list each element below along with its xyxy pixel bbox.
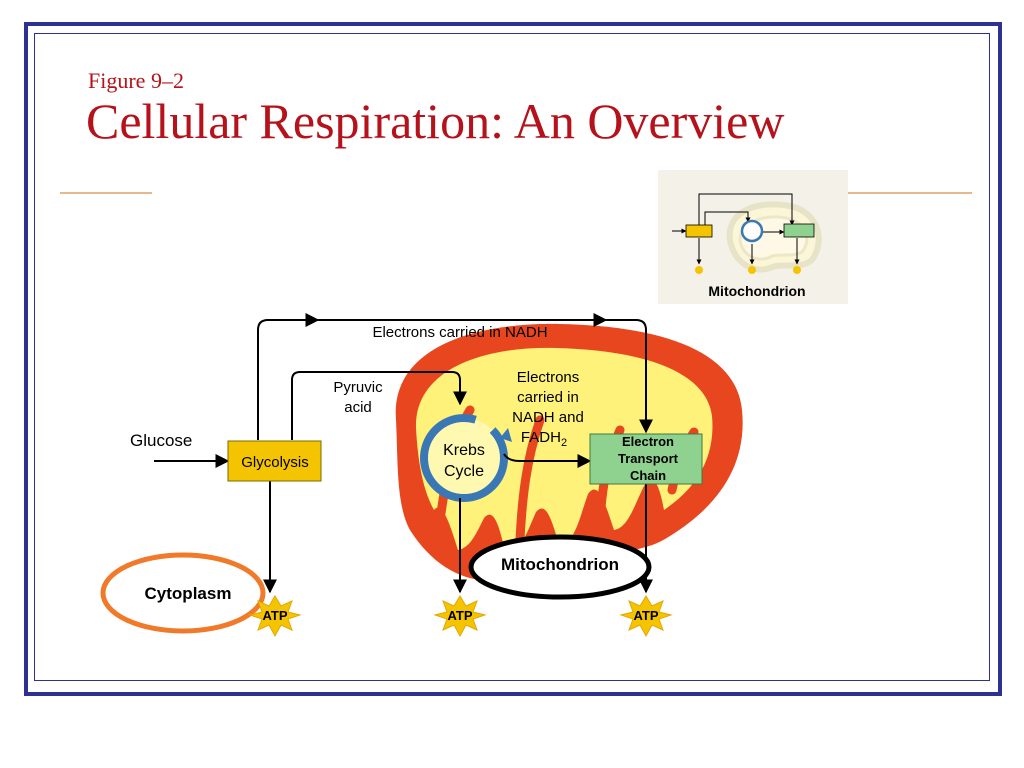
figure-label: Figure 9–2 xyxy=(88,68,184,93)
thumbnail-pathway-lines xyxy=(672,193,800,265)
electrons-label-line3: NADH and xyxy=(512,409,584,426)
arrow-pyruvic-acid xyxy=(291,371,467,440)
pyruvic-label-line1: Pyruvic xyxy=(333,379,383,396)
title-rule-right xyxy=(848,192,972,194)
thumbnail-glycolysis-box xyxy=(685,224,713,238)
electrons-label-line1: Electrons xyxy=(517,369,580,386)
atp-label-etc: ATP xyxy=(633,608,658,623)
krebs-label-line2: Cycle xyxy=(444,463,484,480)
thumbnail-label: Mitochondrion xyxy=(708,283,805,299)
glycolysis-label: Glycolysis xyxy=(241,454,309,471)
fadh-subscript: 2 xyxy=(561,437,567,449)
fadh-label: FADH xyxy=(521,429,561,446)
electrons-label-line2: carried in xyxy=(517,389,579,406)
pathway-arrows xyxy=(154,313,653,594)
page-title: Cellular Respiration: An Overview xyxy=(86,93,785,149)
atp-burst-icon-glycolysis xyxy=(248,595,302,638)
atp-label-krebs: ATP xyxy=(447,608,472,623)
mitochondrion-label: Mitochondrion xyxy=(501,555,619,574)
nadh-top-label: Electrons carried in NADH xyxy=(372,324,547,341)
thumbnail-krebs-icon xyxy=(740,219,764,243)
krebs-label-line1: Krebs xyxy=(443,442,485,459)
slide-frame-outer xyxy=(24,22,1002,696)
atp-burst-icon-krebs xyxy=(433,595,487,638)
thumbnail-etc-box xyxy=(783,223,815,238)
atp-label-glycolysis: ATP xyxy=(262,608,287,623)
title-rule-left xyxy=(60,192,152,194)
cytoplasm-ring xyxy=(100,552,266,634)
atp-burst-icon-etc xyxy=(619,595,673,638)
etc-label-line1: Electron xyxy=(622,434,674,449)
arrow-to-etc xyxy=(503,453,592,468)
etc-box xyxy=(589,433,703,485)
cytoplasm-label: Cytoplasm xyxy=(145,584,232,603)
glycolysis-box xyxy=(227,440,322,482)
mitochondrion-ring xyxy=(468,534,652,600)
thumbnail: Mitochondrion xyxy=(658,170,848,304)
etc-label-line2: Transport xyxy=(618,451,679,466)
pyruvic-label-line2: acid xyxy=(344,399,372,416)
etc-label-line3: Chain xyxy=(630,468,666,483)
mitochondrion-matrix xyxy=(415,347,713,556)
electrons-label-line4: FADH2 xyxy=(521,429,567,449)
glucose-label: Glucose xyxy=(130,431,192,450)
slide-frame-inner xyxy=(34,33,990,681)
thumbnail-atp-burst-icons xyxy=(695,266,801,274)
krebs-cycle-icon xyxy=(420,414,512,502)
arrow-nadh-top xyxy=(257,319,653,440)
